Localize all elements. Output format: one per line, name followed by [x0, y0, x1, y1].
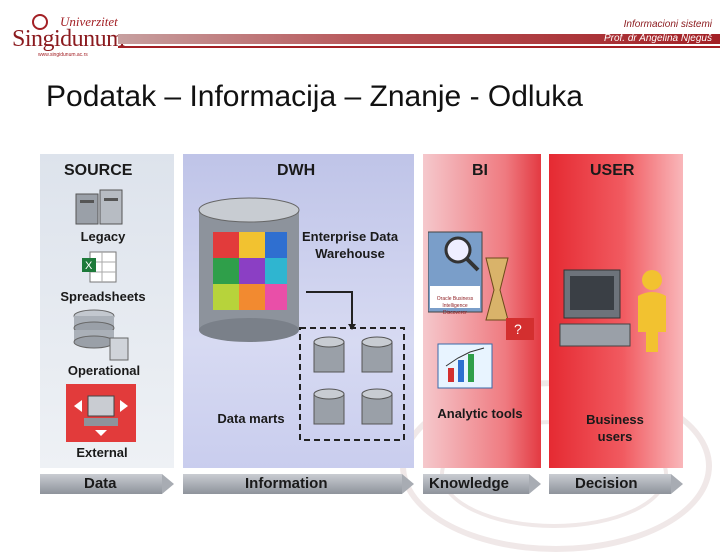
business-users-label: Business users — [570, 411, 660, 445]
flow-arrow-data: Data — [40, 474, 174, 494]
professor-name: Prof. dr Angelina Njeguš — [604, 33, 712, 44]
spreadsheet-icon: X — [80, 250, 120, 284]
spreadsheets-label: Spreadsheets — [46, 288, 160, 305]
header-line — [118, 46, 720, 48]
flow-label-decision: Decision — [575, 475, 638, 492]
flow-arrow-decision: Decision — [549, 474, 683, 494]
data-warehouse-cylinder-icon — [195, 196, 305, 346]
flow-label-information: Information — [245, 475, 328, 492]
course-name: Informacioni sistemi — [624, 19, 712, 30]
slide-title: Podatak – Informacija – Znanje - Odluka — [46, 80, 583, 114]
discoverer-label: Oracle Business Intelligence Discoverer — [431, 296, 479, 317]
analytic-chart-icon — [434, 338, 500, 394]
bi-heading: BI — [472, 162, 488, 180]
database-stack-icon — [70, 308, 132, 364]
logo-text: Singidunum — [12, 26, 124, 53]
flow-label-data: Data — [84, 475, 117, 492]
legacy-server-icon — [74, 188, 126, 228]
analytic-tools-label: Analytic tools — [430, 405, 530, 422]
data-marts-label: Data marts — [206, 410, 296, 427]
flow-label-knowledge: Knowledge — [429, 475, 509, 492]
flow-arrow-knowledge: Knowledge — [423, 474, 541, 494]
data-marts-box — [290, 284, 410, 444]
user-heading: USER — [590, 162, 634, 180]
source-heading: SOURCE — [64, 162, 132, 180]
business-user-computer-icon — [558, 262, 674, 358]
logo-url: www.singidunum.ac.rs — [38, 52, 88, 58]
dwh-heading: DWH — [277, 162, 315, 180]
svg-text:?: ? — [514, 321, 522, 337]
warehouse-label: Enterprise Data Warehouse — [300, 228, 400, 262]
external-icon — [66, 384, 136, 442]
external-label: External — [62, 444, 142, 461]
svg-text:X: X — [85, 260, 93, 272]
bi-tools-icon: ? — [428, 230, 540, 342]
operational-label: Operational — [56, 362, 152, 379]
flow-arrow-information: Information — [183, 474, 414, 494]
legacy-label: Legacy — [60, 228, 146, 245]
university-logo: Univerzitet Singidunum www.singidunum.ac… — [8, 14, 120, 54]
